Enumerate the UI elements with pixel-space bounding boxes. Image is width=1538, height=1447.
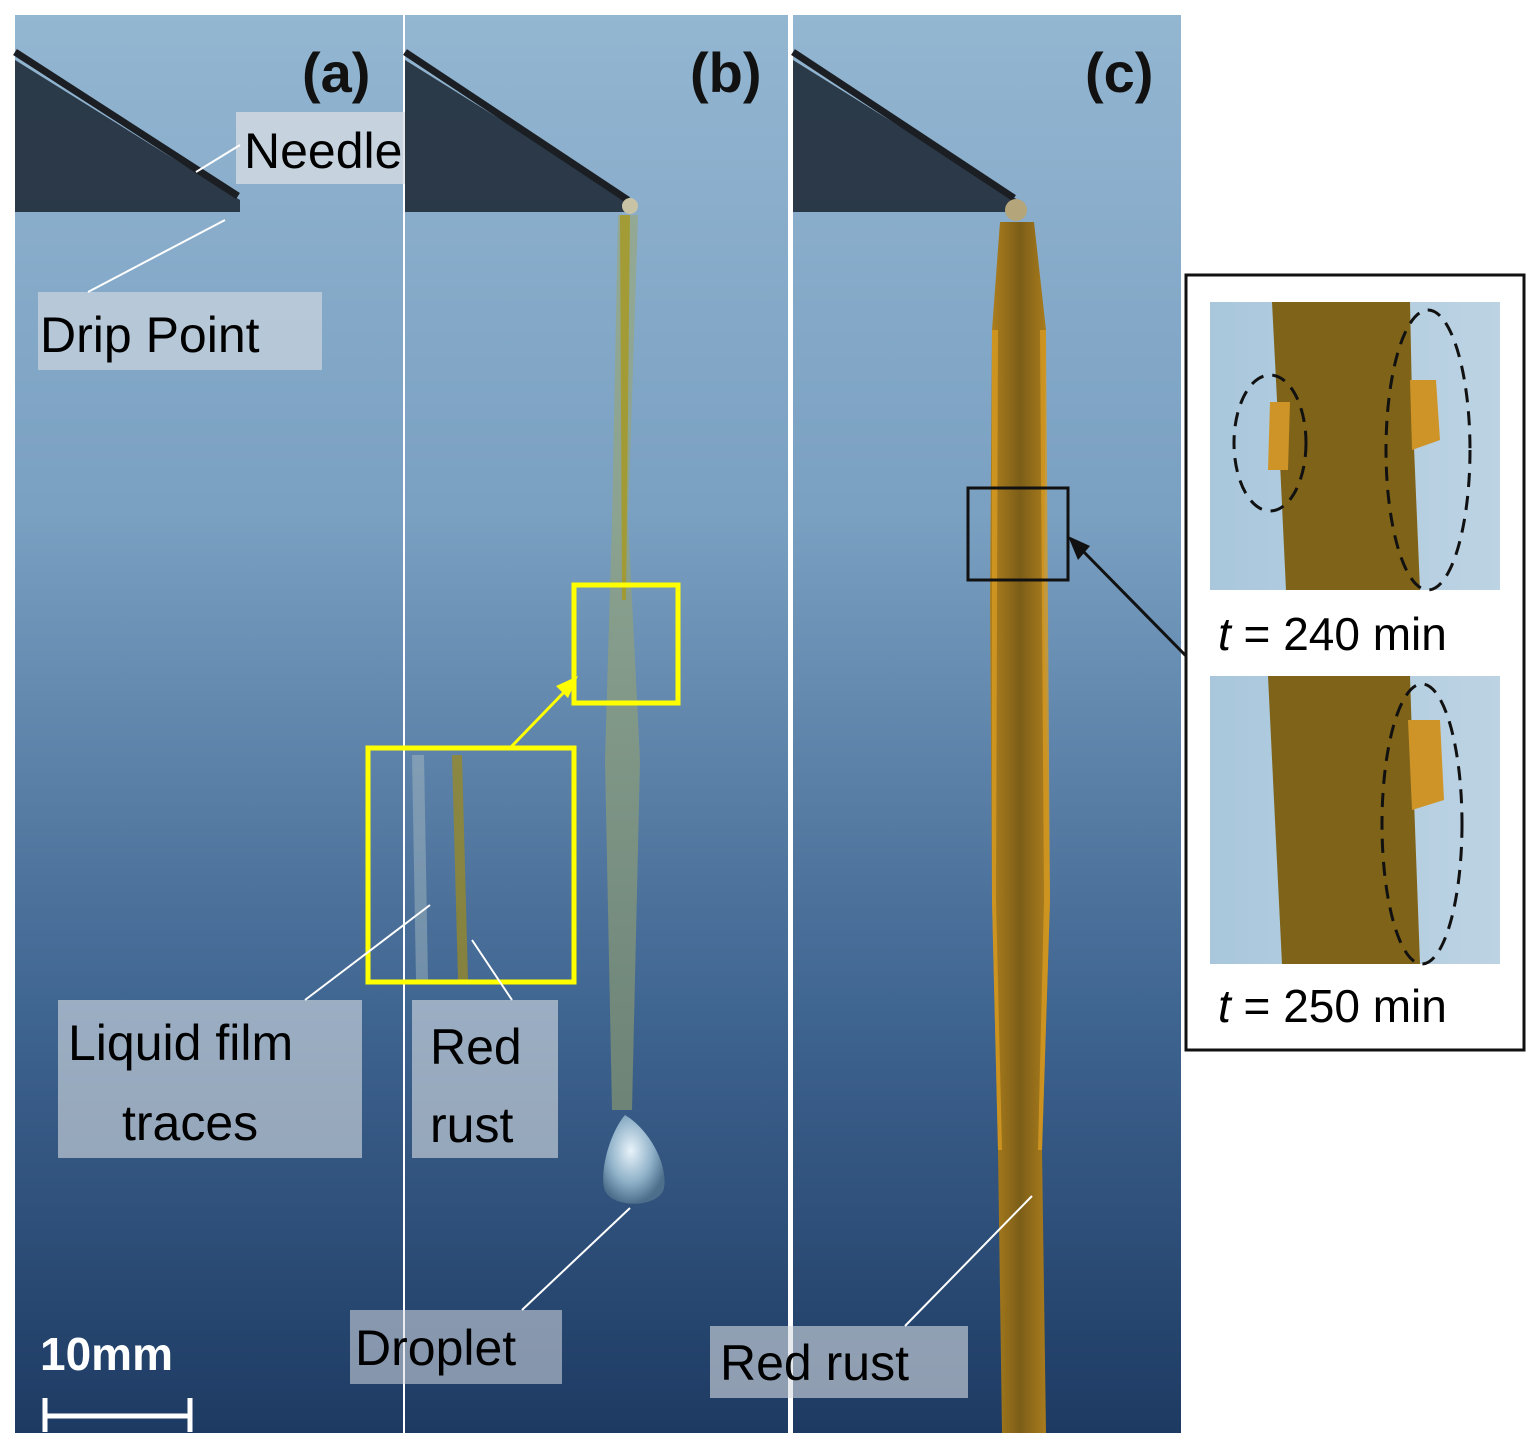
red-rust-b-label-backdrop [412, 1000, 558, 1158]
highlight-arrow-head [556, 676, 578, 698]
panel-c: (c) Red rust [710, 15, 1190, 1433]
panel-c-rust-edge-right [1038, 330, 1050, 1150]
panel-a-photo [15, 15, 403, 1433]
panel-c-needle [791, 49, 1016, 201]
panel-c-zoom-arrow-head [1068, 536, 1090, 560]
panel-b-liquid-film [605, 215, 640, 1110]
red-rust-b-label-line2: rust [430, 1097, 513, 1153]
panel-b: (b) Liquid film traces Red rust Droplet [58, 15, 788, 1433]
inset-top-caption-value: = 240 min [1231, 608, 1447, 660]
panel-c-rust-stream [990, 222, 1050, 1433]
inset-top-caption: t = 240 min [1218, 608, 1447, 660]
needle-pointer [195, 144, 241, 173]
needle-label: Needle [244, 123, 402, 179]
inset-top-ellipse-right [1384, 308, 1472, 592]
inset-top-rust-edge-left [1268, 402, 1290, 470]
inset-bottom-caption: t = 250 min [1218, 980, 1447, 1032]
panel-b-needle-shadow [405, 60, 630, 212]
inset-bottom-rust-band [1268, 676, 1420, 964]
inset-bottom-caption-var: t [1218, 980, 1233, 1032]
highlight-box-upper [571, 582, 681, 706]
panel-b-film-trace [412, 755, 428, 980]
red-rust-b-label-line1: Red [430, 1019, 522, 1075]
panel-a-label: (a) [302, 41, 370, 104]
droplet-pointer [521, 1207, 631, 1311]
inset-bottom-image [1210, 676, 1500, 966]
panel-a-needle [13, 49, 240, 199]
red-rust-c-label: Red rust [720, 1335, 909, 1391]
inset-top-ellipse-left [1232, 373, 1308, 513]
panel-c-zoom-arrow-line [1076, 544, 1190, 660]
inset-top-rust-edge-right [1410, 380, 1440, 450]
inset-bottom-ellipse-right [1380, 682, 1464, 966]
panel-b-label: (b) [690, 41, 762, 104]
panel-b-rust-trace [452, 755, 468, 980]
inset-bottom-caption-value: = 250 min [1231, 980, 1447, 1032]
panel-a-needle-shadow [15, 60, 240, 212]
scale-bar-label: 10mm [40, 1328, 173, 1380]
inset-bottom-rust-edge-right [1408, 720, 1444, 810]
drip-point-label: Drip Point [40, 307, 260, 363]
droplet-label-backdrop [350, 1310, 562, 1384]
panel-b-droplet [603, 1115, 665, 1204]
liquid-film-pointer [304, 904, 431, 1001]
panel-b-needle [403, 49, 630, 203]
inset: t = 240 min t = 250 min [1184, 273, 1526, 1052]
red-rust-c-pointer [904, 1195, 1033, 1327]
inset-top-image [1210, 302, 1500, 592]
panel-b-rust-streak [620, 215, 630, 600]
panel-c-label: (c) [1085, 41, 1153, 104]
highlight-arrow-line [508, 684, 572, 750]
drip-point-pointer [87, 219, 226, 293]
panel-a: (a) Needle Drip Point 10mm [13, 15, 448, 1433]
liquid-film-label-line1: Liquid film [68, 1015, 293, 1071]
inset-top-caption-var: t [1218, 608, 1233, 660]
liquid-film-label-backdrop [58, 1000, 362, 1158]
panel-b-drip-tip [622, 198, 638, 214]
panel-b-photo [405, 15, 788, 1433]
panel-c-rust-edge-left [992, 330, 1002, 1150]
red-rust-c-label-backdrop [710, 1326, 968, 1398]
panel-c-photo [793, 15, 1181, 1433]
drip-point-label-backdrop [38, 292, 322, 370]
red-rust-b-pointer [471, 939, 513, 1001]
panel-c-drip-tip [1005, 199, 1027, 221]
droplet-label: Droplet [355, 1320, 516, 1376]
panel-c-zoom-box [966, 486, 1070, 582]
liquid-film-label-line2: traces [122, 1095, 258, 1151]
highlight-box-lower [365, 745, 577, 985]
inset-top-rust-band [1272, 302, 1420, 590]
panel-c-needle-shadow [793, 60, 1018, 212]
